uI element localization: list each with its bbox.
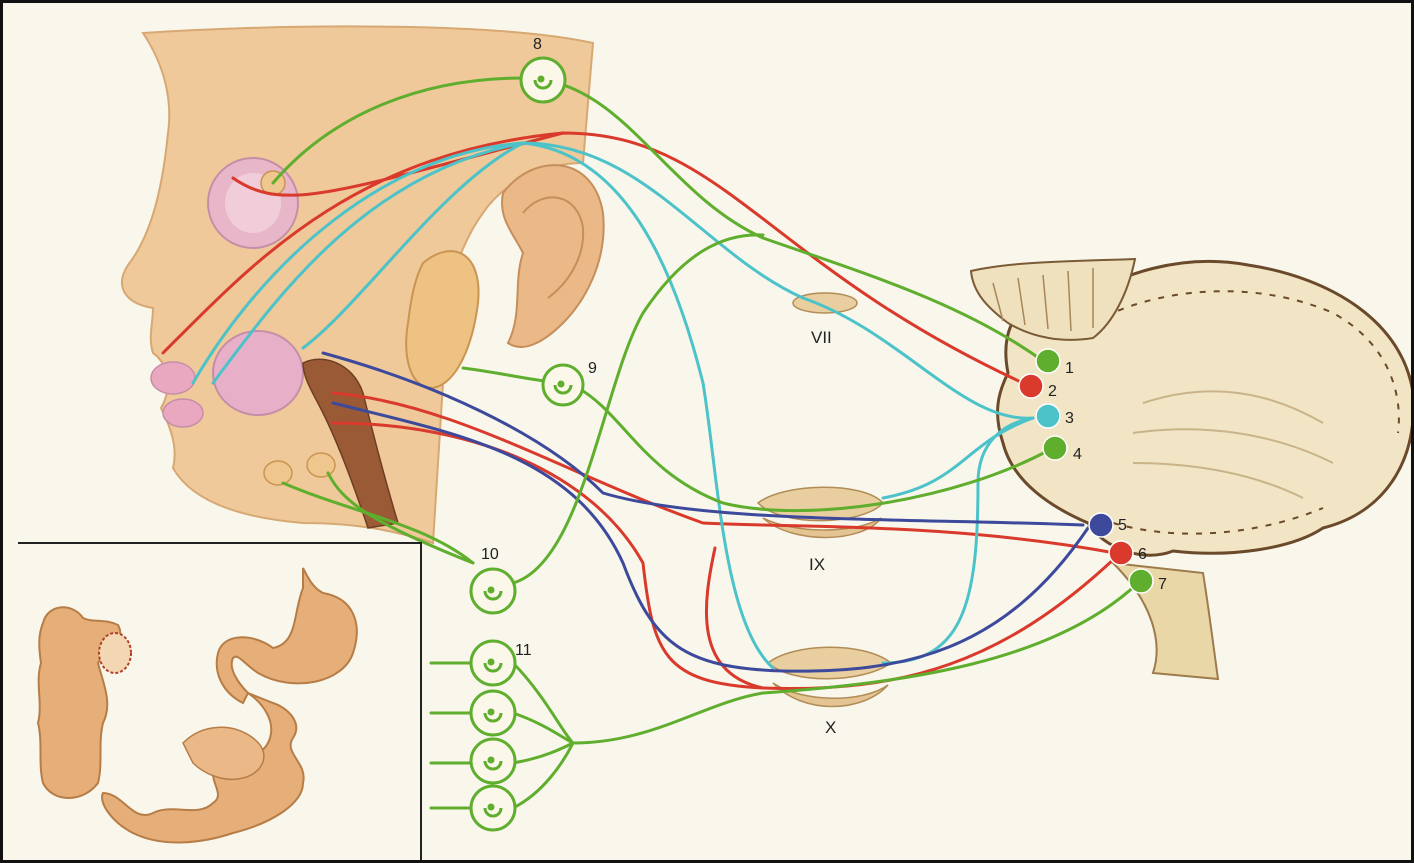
nucleus-3 <box>1036 404 1060 428</box>
ganglion-11-b <box>471 691 515 735</box>
ganglion-10 <box>471 569 515 613</box>
ganglion-x <box>768 647 891 706</box>
nucleus-7 <box>1129 569 1153 593</box>
nucleus-2 <box>1019 374 1043 398</box>
label-nucleus-2: 2 <box>1048 383 1057 400</box>
label-vii: VII <box>811 328 832 347</box>
label-x: X <box>825 718 836 737</box>
label-nucleus-6: 6 <box>1138 546 1147 563</box>
label-ganglion-8: 8 <box>533 36 542 53</box>
nucleus-4 <box>1043 436 1067 460</box>
ganglion-11-c <box>471 739 515 783</box>
cranial-nerve-diagram: VII IX X 1 2 3 4 5 6 7 8 9 10 11 <box>3 3 1411 860</box>
label-nucleus-7: 7 <box>1158 576 1167 593</box>
red-fiber-x <box>333 423 1115 689</box>
green-fiber-11-1 <box>513 663 573 743</box>
ganglion-11-d <box>471 786 515 830</box>
nucleus-5 <box>1089 513 1113 537</box>
green-fiber-11-4 <box>513 743 573 808</box>
label-nucleus-4: 4 <box>1073 446 1082 463</box>
ganglion-vii <box>793 293 857 313</box>
label-nucleus-1: 1 <box>1065 360 1074 377</box>
label-ganglion-11: 11 <box>515 642 532 659</box>
label-nucleus-5: 5 <box>1118 517 1127 534</box>
nucleus-6 <box>1109 541 1133 565</box>
digestive-inset <box>18 543 421 860</box>
ganglion-11-a <box>471 641 515 685</box>
ganglion-9 <box>543 365 583 405</box>
label-nucleus-3: 3 <box>1065 410 1074 427</box>
intestine-opening <box>99 633 131 673</box>
label-ganglion-9: 9 <box>588 360 597 377</box>
ganglion-8 <box>521 58 565 102</box>
label-ix: IX <box>809 555 825 574</box>
ganglion-ix <box>758 487 883 537</box>
stomach <box>217 568 357 703</box>
label-ganglion-10: 10 <box>481 546 499 563</box>
nucleus-1 <box>1036 349 1060 373</box>
green-fiber-11-2 <box>513 713 573 743</box>
